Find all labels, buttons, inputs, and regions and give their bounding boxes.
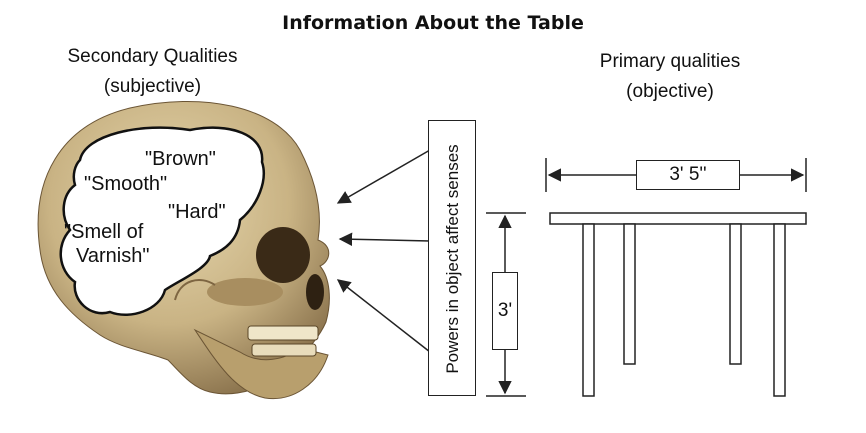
- table-top: [549, 212, 807, 225]
- arrow-lower: [336, 279, 431, 353]
- table-leg-back-left: [623, 223, 636, 365]
- skull-cheekbone: [207, 278, 283, 306]
- primary-qualities-heading: Primary qualities: [599, 51, 741, 72]
- skull-temporal-line: [174, 279, 216, 301]
- primary-qualities-note: (objective): [626, 81, 714, 102]
- skull-upper-teeth: [247, 325, 319, 341]
- perception-brown: "Brown": [145, 148, 216, 170]
- skull-lower-teeth: [251, 343, 317, 357]
- arrow-middle: [338, 232, 431, 247]
- secondary-qualities-note: (subjective): [103, 76, 202, 97]
- diagram-title: Information About the Table: [282, 12, 584, 34]
- perception-cloud: [59, 126, 265, 317]
- powers-label-box: Powers in object affect senses: [428, 120, 476, 396]
- skull-eye-socket: [256, 227, 310, 283]
- width-dimension-label: 3' 5'': [636, 160, 740, 190]
- perception-smooth: "Smooth": [84, 173, 167, 195]
- secondary-qualities-label: Secondary Qualities (subjective): [30, 42, 275, 102]
- table-leg-back-right: [729, 223, 742, 365]
- secondary-qualities-heading: Secondary Qualities: [67, 46, 238, 67]
- perception-smell-line1: "Smell of: [64, 221, 144, 243]
- powers-label: Powers in object affect senses: [443, 144, 462, 374]
- perception-hard: "Hard": [168, 201, 226, 223]
- table-leg-front-left: [582, 223, 595, 397]
- skull-nasal-cavity: [306, 274, 324, 310]
- arrow-upper: [336, 149, 431, 204]
- perception-smell-line2: Varnish": [76, 245, 149, 267]
- height-dimension-label: 3': [492, 272, 518, 350]
- primary-qualities-label: Primary qualities (objective): [555, 47, 785, 107]
- table-drawing: [549, 212, 807, 397]
- table-leg-front-right: [773, 223, 786, 397]
- skull-jaw: [193, 328, 329, 400]
